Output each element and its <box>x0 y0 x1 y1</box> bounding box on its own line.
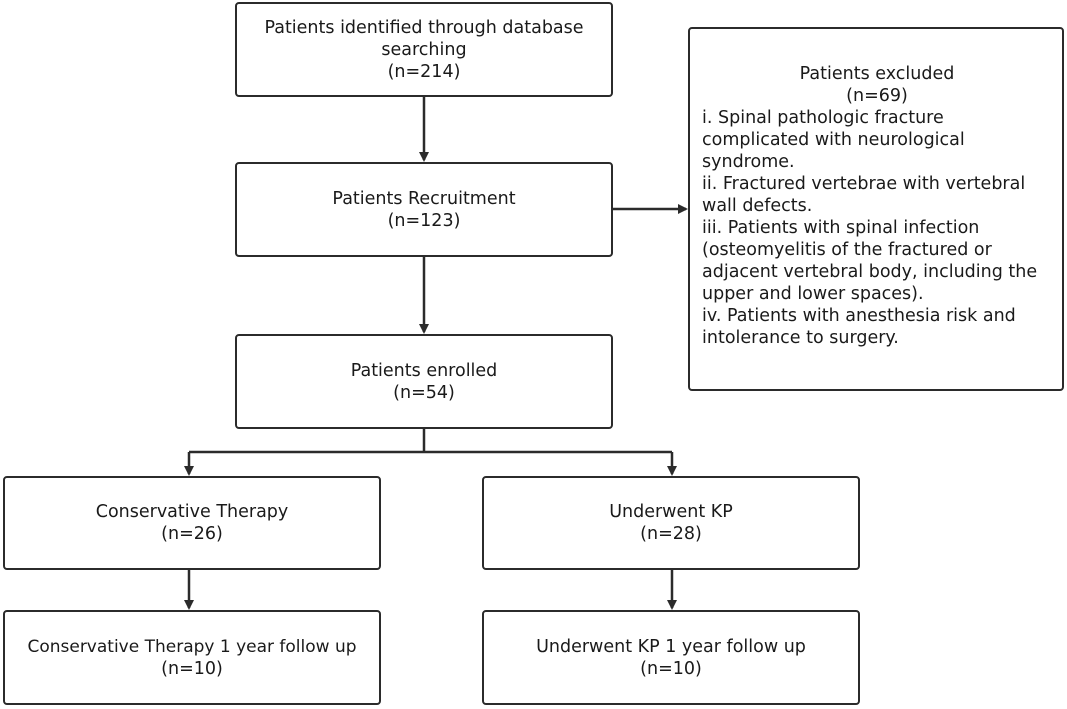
recruitment-label: Patients Recruitment <box>332 188 516 209</box>
conservative-followup-box: Conservative Therapy 1 year follow up (n… <box>3 610 381 705</box>
identified-box: Patients identified through database sea… <box>235 2 613 97</box>
conservative-followup-count: (n=10) <box>161 658 223 679</box>
conservative-therapy-count: (n=26) <box>161 524 223 544</box>
kp-followup-label: Underwent KP 1 year follow up <box>536 636 806 657</box>
exclusion-reason: ii. Fractured vertebrae with vertebral w… <box>702 174 1026 216</box>
recruitment-count: (n=123) <box>387 210 461 231</box>
exclusion-reason: iii. Patients with spinal infection (ost… <box>702 218 1038 304</box>
kp-followup-count: (n=10) <box>640 658 702 679</box>
excluded-box: Patients excluded (n=69) i. Spinal patho… <box>688 27 1064 391</box>
excluded-count: (n=69) <box>846 86 908 106</box>
kp-label: Underwent KP <box>609 502 733 522</box>
excluded-title: Patients excluded <box>799 64 955 84</box>
exclusion-reason: i. Spinal pathologic fracture complicate… <box>702 108 965 172</box>
kp-followup-box: Underwent KP 1 year follow up (n=10) <box>482 610 860 705</box>
recruitment-box: Patients Recruitment (n=123) <box>235 162 613 257</box>
conservative-therapy-label: Conservative Therapy <box>95 502 289 522</box>
identified-count: (n=214) <box>387 61 461 82</box>
enrolled-label: Patients enrolled <box>350 360 498 381</box>
identified-label: Patients identified through database sea… <box>264 17 584 60</box>
conservative-followup-label: Conservative Therapy 1 year follow up <box>27 636 357 657</box>
conservative-therapy-box: Conservative Therapy (n=26) <box>3 476 381 570</box>
kp-box: Underwent KP (n=28) <box>482 476 860 570</box>
kp-count: (n=28) <box>640 524 702 544</box>
exclusion-reason: iv. Patients with anesthesia risk and in… <box>702 306 1016 348</box>
enrolled-count: (n=54) <box>393 382 455 403</box>
enrolled-box: Patients enrolled (n=54) <box>235 334 613 429</box>
